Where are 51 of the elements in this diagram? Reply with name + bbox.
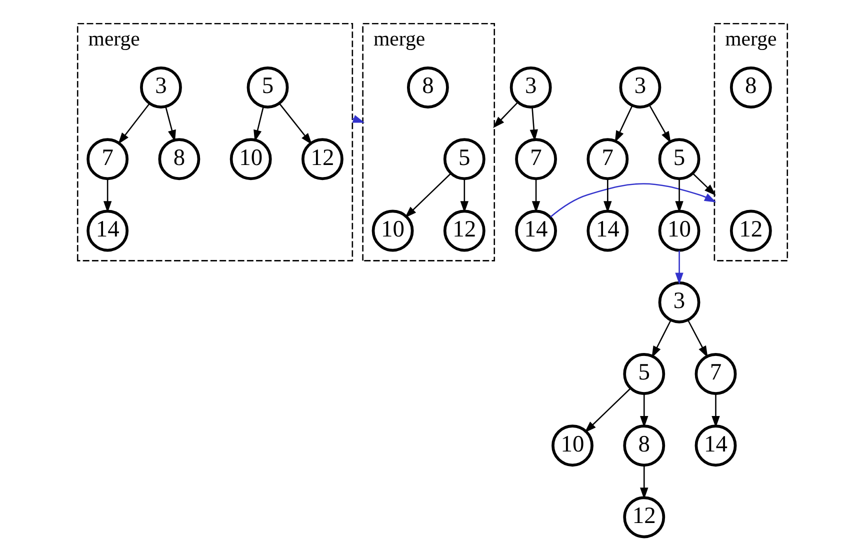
arrow bbox=[712, 394, 720, 428]
node-circle: 7 bbox=[586, 138, 629, 180]
node-circle: 14 bbox=[86, 210, 129, 252]
arrow bbox=[118, 103, 150, 144]
arrow bbox=[278, 103, 312, 145]
arrow bbox=[640, 465, 648, 500]
arrow bbox=[532, 178, 540, 213]
arrow bbox=[604, 178, 612, 213]
node-circle: 10 bbox=[658, 210, 700, 252]
node-circle: 8 bbox=[158, 138, 200, 180]
node-circle: 8 bbox=[406, 66, 449, 108]
node-circle: 7 bbox=[515, 138, 557, 180]
arrow bbox=[675, 178, 684, 213]
node-circle: 7 bbox=[694, 353, 737, 395]
arrow bbox=[404, 172, 452, 218]
arrow bbox=[640, 394, 648, 428]
arrow bbox=[530, 107, 538, 142]
node-circle: 3 bbox=[658, 281, 700, 324]
arrow bbox=[584, 388, 632, 433]
arrow bbox=[254, 106, 264, 142]
node-circle: 3 bbox=[510, 66, 552, 108]
arrow bbox=[493, 102, 518, 128]
arrow bbox=[675, 250, 684, 284]
arrow bbox=[614, 105, 633, 143]
node-circle: 8 bbox=[730, 66, 772, 108]
node-circle: 14 bbox=[515, 210, 557, 252]
node-circle: 7 bbox=[86, 138, 129, 180]
node-circle: 3 bbox=[619, 66, 662, 108]
arrow bbox=[687, 320, 708, 358]
node-circle: 14 bbox=[586, 210, 629, 252]
node-circle: 10 bbox=[230, 138, 272, 180]
node-circle: 3 bbox=[140, 66, 182, 108]
node-circle: 12 bbox=[302, 138, 344, 180]
node-circle: 12 bbox=[443, 210, 486, 252]
node-circle: 12 bbox=[730, 210, 772, 252]
arrow bbox=[165, 106, 176, 142]
arrow bbox=[103, 178, 112, 213]
arrow bbox=[692, 172, 716, 196]
node-circle: 5 bbox=[623, 353, 666, 395]
arrow bbox=[460, 178, 469, 213]
node-circle: 5 bbox=[246, 66, 289, 108]
node-circle: 10 bbox=[372, 210, 414, 252]
node-circle: 10 bbox=[552, 424, 594, 467]
arrow bbox=[652, 320, 672, 358]
node-circle: 14 bbox=[694, 424, 737, 467]
node-circle: 5 bbox=[658, 138, 700, 180]
node-circle: 5 bbox=[443, 138, 486, 180]
arrow bbox=[550, 183, 716, 218]
node-circle: 12 bbox=[623, 496, 666, 538]
arrow bbox=[648, 104, 671, 144]
node-circle: 8 bbox=[623, 424, 666, 467]
